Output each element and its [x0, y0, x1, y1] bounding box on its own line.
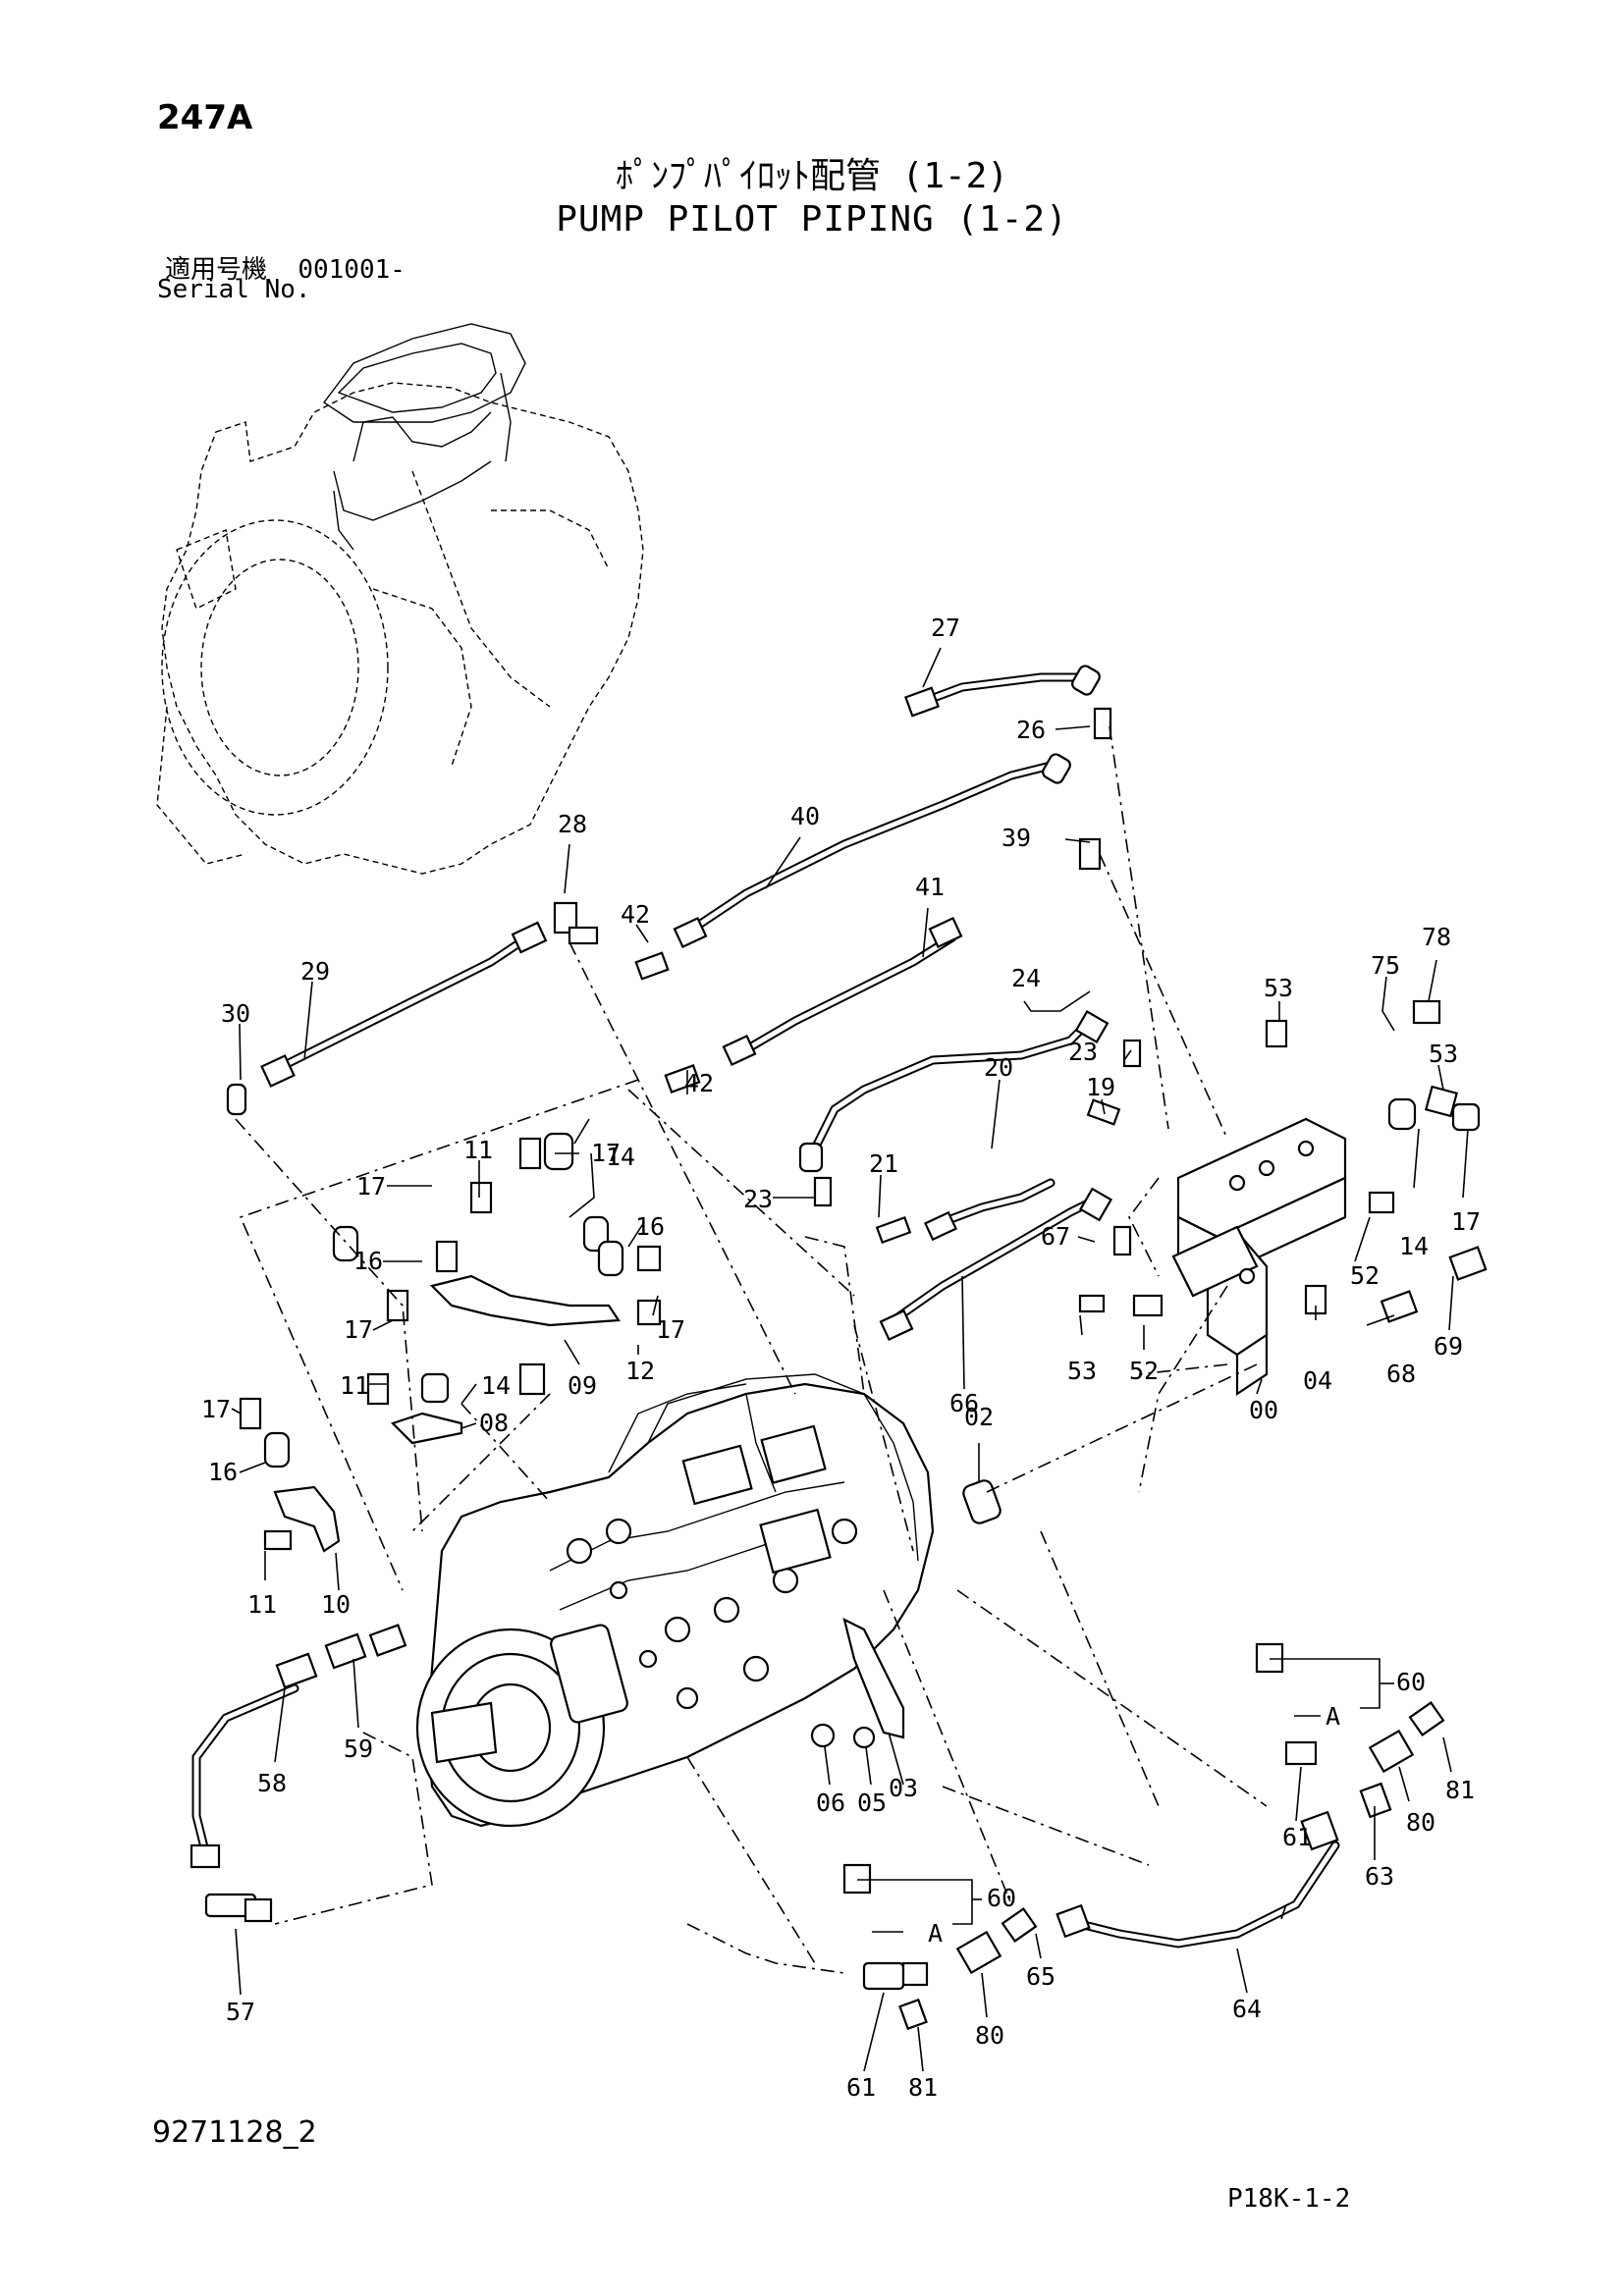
part-label-59: 59 [344, 1735, 373, 1763]
part-label-06: 06 [816, 1789, 845, 1817]
serial-label-japanese: 適用号機 001001- [165, 249, 406, 286]
sheet-code: P18K-1-2 [1227, 2184, 1351, 2214]
part-label-53-right: 53 [1429, 1040, 1458, 1068]
part-label-04: 04 [1303, 1366, 1332, 1395]
part-label-61-upper: 61 [1282, 1823, 1312, 1851]
reference-lines [235, 725, 1268, 1974]
part-label-81-upper: 81 [1445, 1776, 1475, 1804]
hydraulic-pump-assembly [415, 1373, 935, 1828]
part-label-75: 75 [1371, 951, 1400, 980]
part-label-14-a: 14 [606, 1143, 635, 1171]
part-label-57: 57 [226, 1998, 255, 2026]
part-label-42-bottom: 42 [684, 1069, 714, 1097]
part-label-05: 05 [857, 1789, 887, 1817]
part-label-78: 78 [1422, 923, 1451, 951]
pilot-valve-block [1171, 1117, 1347, 1397]
part-label-63: 63 [1365, 1862, 1394, 1891]
part-label-17-a: 17 [591, 1139, 621, 1167]
part-label-60-lower: 60 [987, 1884, 1016, 1912]
part-label-23-top: 23 [1068, 1038, 1098, 1066]
page-id: 247A [157, 98, 253, 137]
part-label-53-bottom: 53 [1067, 1357, 1097, 1385]
serial-label-jp-text: 適用号機 [165, 255, 268, 285]
document-number: 9271128_2 [152, 2115, 317, 2150]
part-label-68: 68 [1386, 1360, 1416, 1388]
part-label-14-c: 14 [1399, 1232, 1429, 1260]
part-label-23-left: 23 [743, 1185, 773, 1213]
part-label-14-b: 14 [481, 1371, 511, 1400]
part-label-26: 26 [1016, 716, 1046, 744]
engine-inset-illustration [156, 323, 644, 875]
part-labels: 27 26 40 39 28 41 42 42 29 30 24 53 75 7… [201, 614, 1481, 2102]
serial-label-english: Serial No. [157, 275, 311, 304]
part-label-29: 29 [300, 957, 330, 986]
part-label-40: 40 [790, 802, 820, 830]
part-label-27: 27 [931, 614, 960, 642]
part-label-80-lower: 80 [975, 2021, 1004, 2050]
part-label-24: 24 [1011, 964, 1041, 992]
part-label-03: 03 [889, 1774, 918, 1802]
part-label-08: 08 [479, 1409, 509, 1437]
serial-value: 001001- [298, 255, 406, 285]
part-label-16-c: 16 [208, 1458, 238, 1486]
part-label-17-f: 17 [1451, 1207, 1481, 1236]
title-japanese: ﾎﾟﾝﾌﾟﾊﾟｲﾛｯﾄ配管 (1-2) [615, 156, 1009, 196]
part-label-21: 21 [869, 1149, 898, 1178]
part-label-19: 19 [1086, 1073, 1115, 1101]
part-label-30: 30 [221, 999, 250, 1028]
part-label-17-e: 17 [201, 1395, 231, 1423]
part-label-66: 66 [949, 1389, 979, 1417]
fittings [189, 665, 1488, 2031]
part-label-58: 58 [257, 1769, 287, 1797]
part-label-61-lower: 61 [846, 2073, 876, 2102]
part-label-20: 20 [984, 1053, 1013, 1082]
part-label-52-right: 52 [1350, 1261, 1380, 1290]
part-label-17-b: 17 [356, 1172, 386, 1201]
part-label-09: 09 [568, 1371, 597, 1400]
part-label-10: 10 [321, 1590, 351, 1619]
part-label-11-a: 11 [463, 1136, 493, 1164]
part-label-39: 39 [1001, 824, 1031, 852]
part-label-17-c: 17 [656, 1315, 685, 1344]
part-label-52-bottom: 52 [1129, 1357, 1159, 1385]
part-label-53-top: 53 [1264, 974, 1293, 1002]
part-label-12: 12 [625, 1357, 655, 1385]
part-label-11-b: 11 [340, 1371, 369, 1400]
part-label-81-lower: 81 [908, 2073, 938, 2102]
part-label-A-upper: A [1326, 1702, 1340, 1731]
part-label-11-c: 11 [247, 1590, 277, 1619]
part-label-65: 65 [1026, 1962, 1056, 1991]
title-english: PUMP PILOT PIPING (1-2) [556, 199, 1068, 240]
part-label-02: 02 [964, 1403, 994, 1431]
leader-lines [231, 647, 1469, 2072]
part-label-67: 67 [1041, 1222, 1070, 1251]
part-label-64: 64 [1232, 1995, 1262, 2023]
part-label-60-upper: 60 [1396, 1668, 1426, 1696]
part-label-16-b: 16 [353, 1247, 383, 1275]
part-label-42-top: 42 [621, 900, 650, 929]
part-label-16-a: 16 [635, 1212, 665, 1241]
part-label-17-d: 17 [344, 1315, 373, 1344]
part-label-00: 00 [1249, 1396, 1278, 1424]
part-label-A-lower: A [928, 1919, 943, 1948]
hoses [191, 672, 1340, 1949]
part-label-41: 41 [915, 873, 945, 901]
part-label-80-upper: 80 [1406, 1808, 1435, 1837]
part-label-69: 69 [1434, 1332, 1463, 1361]
part-label-28: 28 [558, 810, 587, 838]
